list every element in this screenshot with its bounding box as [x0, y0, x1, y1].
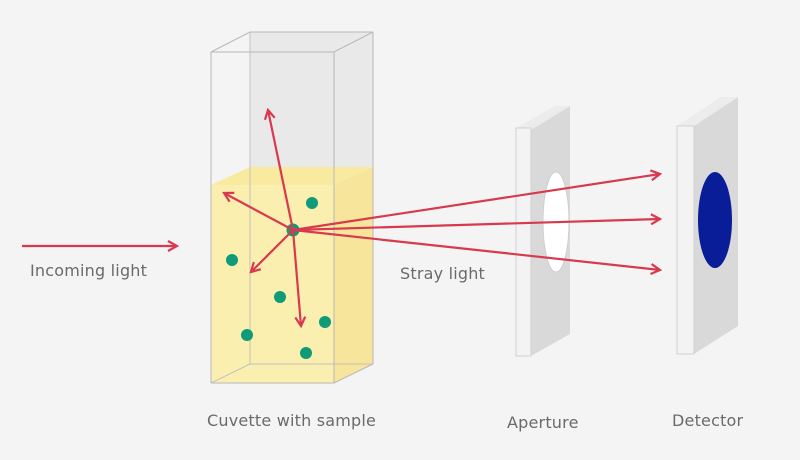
particle — [241, 329, 253, 341]
cuvette-liquid-front — [211, 185, 334, 383]
cuvette-liquid-top — [211, 167, 373, 185]
aperture-top — [516, 106, 570, 130]
aperture-label: Aperture — [507, 413, 579, 432]
stray-light-label: Stray light — [400, 264, 486, 283]
stray-ray-lower — [292, 228, 660, 270]
detector-front — [676, 125, 695, 355]
aperture — [515, 106, 570, 357]
cuvette-back-glass — [250, 32, 373, 167]
scatter-arrows — [224, 110, 301, 326]
incoming-light-label: Incoming light — [30, 261, 148, 280]
detector-spot — [698, 172, 732, 268]
detector-top — [677, 97, 738, 126]
scatter-arrow-upleft — [224, 193, 294, 231]
cuvette — [210, 31, 374, 384]
scatter-arrow-down — [291, 229, 301, 326]
particle — [300, 347, 312, 359]
stray-ray-middle — [292, 219, 660, 232]
scatter-arrow-up — [268, 110, 295, 231]
stray-ray-upper — [292, 174, 660, 232]
stray-light-rays — [292, 174, 660, 270]
detector — [676, 97, 738, 355]
cuvette-liquid-side — [334, 167, 373, 383]
particle — [306, 197, 318, 209]
detector-label: Detector — [672, 411, 744, 430]
aperture-front — [515, 127, 532, 357]
scatter-arrow-downleft — [251, 229, 294, 272]
particle — [274, 291, 286, 303]
particle — [226, 254, 238, 266]
particle — [319, 316, 331, 328]
cuvette-label: Cuvette with sample — [207, 411, 377, 430]
